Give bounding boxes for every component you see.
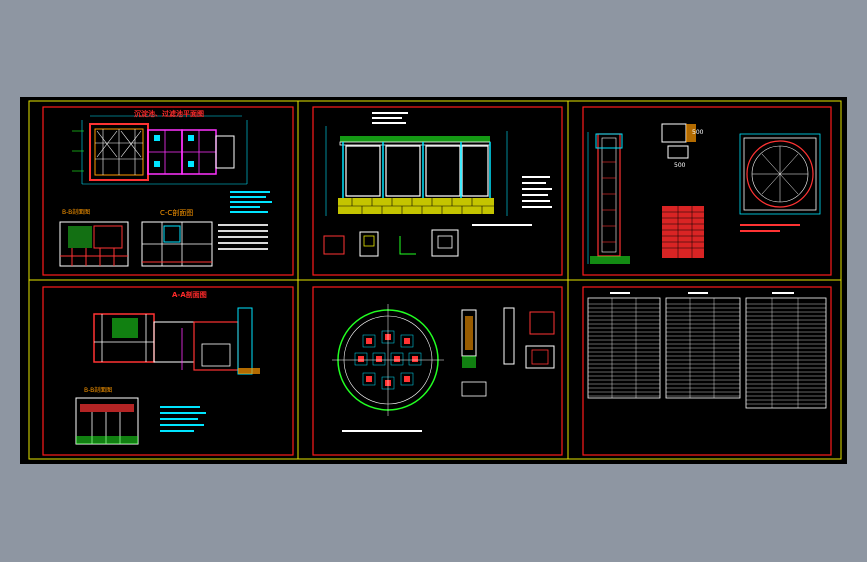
dimension-500-top: 500 [692,129,704,136]
sheet-plan: 沉淀池、过滤池平面图 B-B剖面图 C-C剖面图 [42,106,294,276]
sheet-grid [28,100,842,460]
sheet-detail: 500 500 [582,106,832,276]
section-bb-label: B-B剖面图 [62,209,91,216]
section-cc-label: C-C剖面图 [160,209,194,217]
sheet-section-aa-drawing [42,286,294,456]
cad-model-space: 沉淀池、过滤池平面图 B-B剖面图 C-C剖面图 [20,97,847,464]
sheet-plan-drawing [42,106,294,276]
sheet-tables-drawing [582,286,832,456]
sheet-tank-plan-drawing [312,286,563,456]
sheet-detail-drawing [582,106,832,276]
sheet-section-aa: A-A剖面图 B-B剖面图 [42,286,294,456]
dimension-500-bottom: 500 [674,162,686,169]
sheet-section-drawing [312,106,563,276]
plan-title: 沉淀池、过滤池平面图 [134,110,204,118]
section-aa-title: A-A剖面图 [172,291,207,299]
sheet-tables [582,286,832,456]
sheet-tank-plan [312,286,563,456]
section-bb-title: B-B剖面图 [84,387,113,394]
sheet-section [312,106,563,276]
